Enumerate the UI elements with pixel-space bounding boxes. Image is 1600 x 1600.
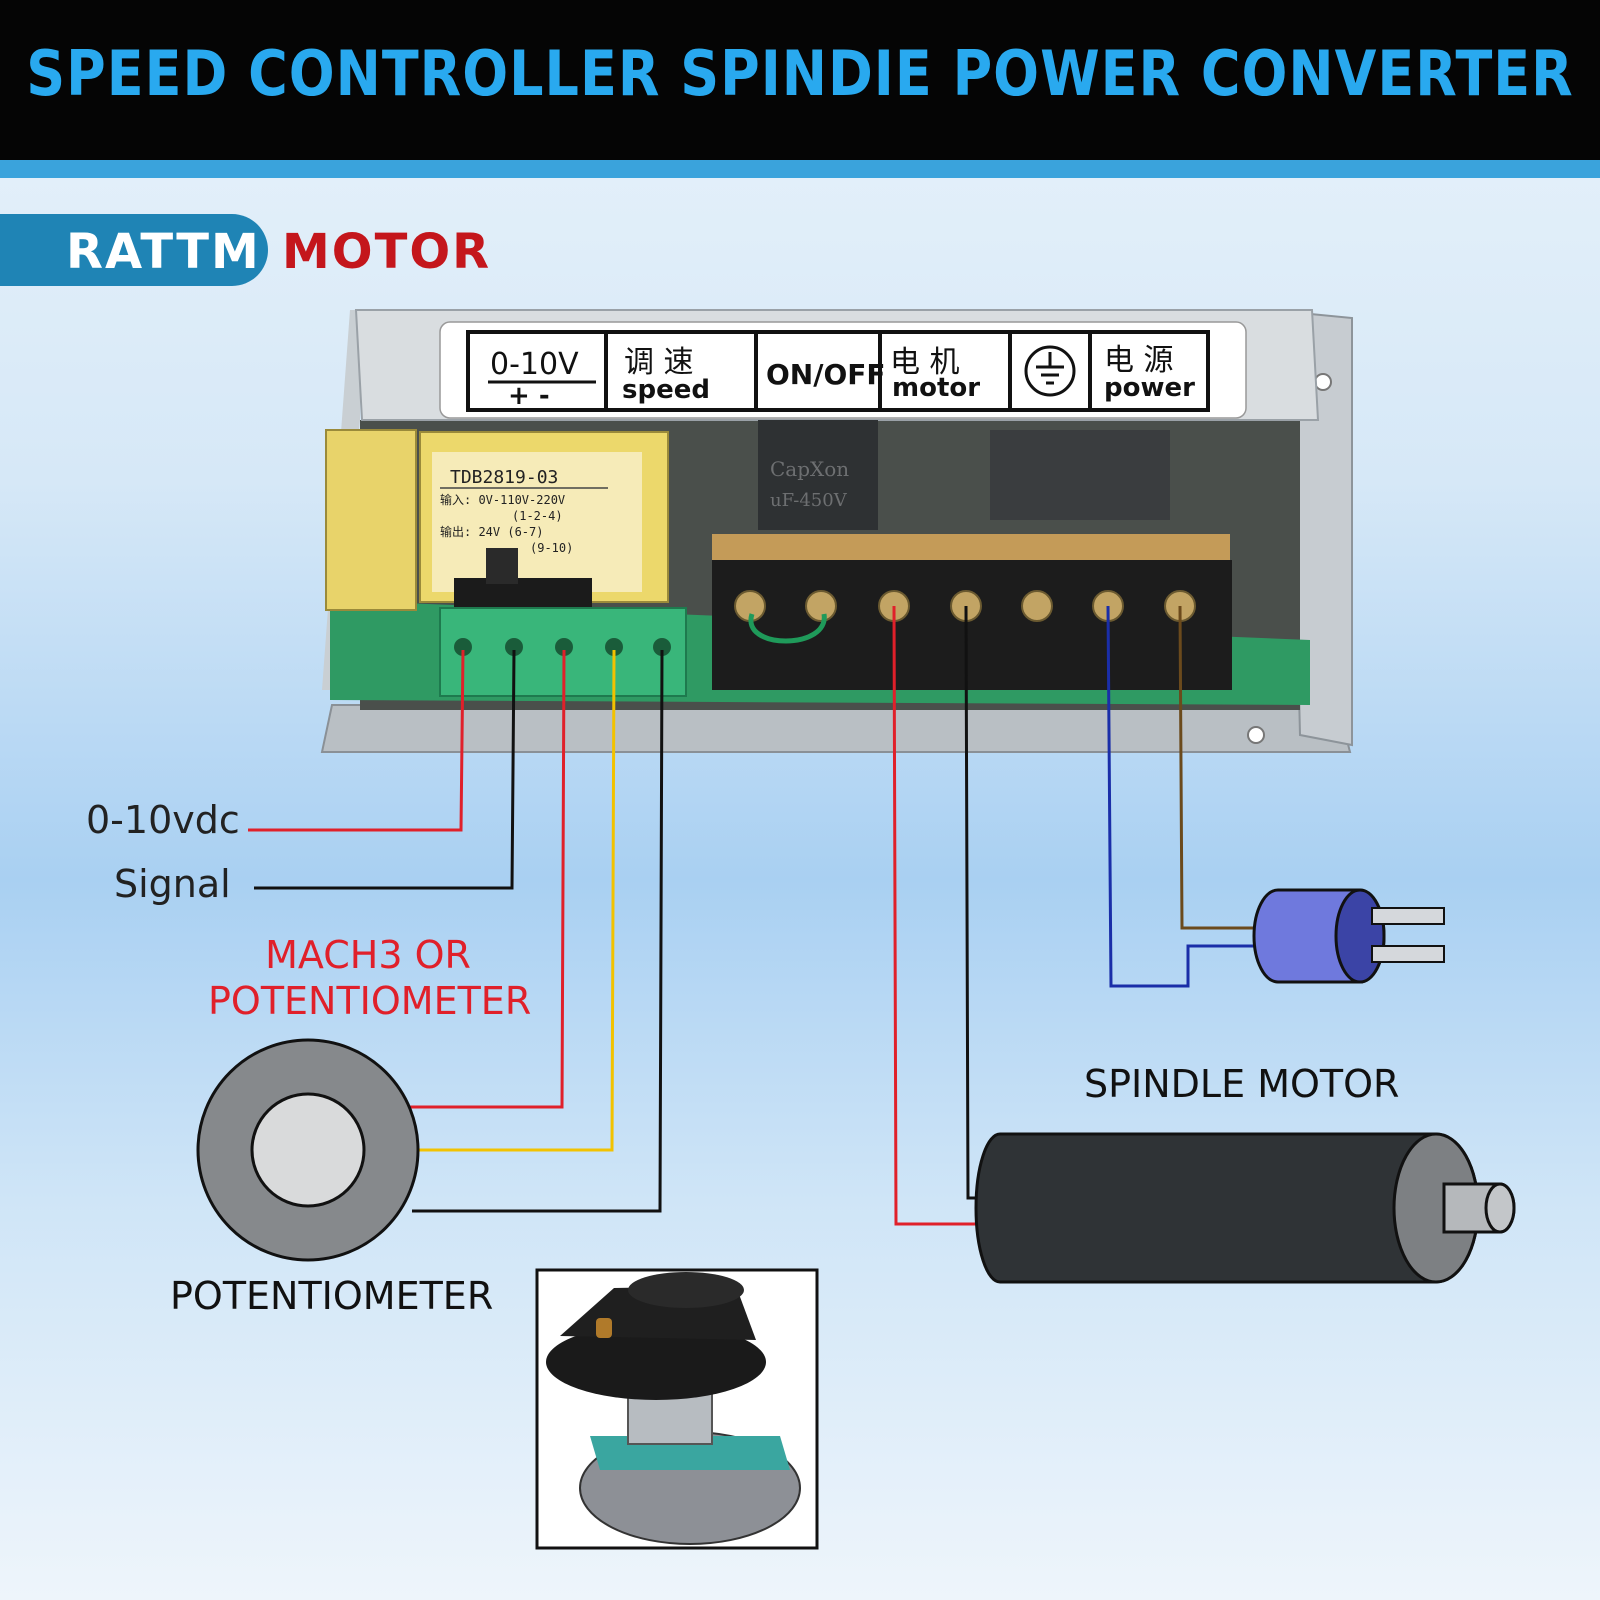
label-mach3-line2: POTENTIOMETER bbox=[208, 979, 532, 1023]
capacitor-rating: uF-450V bbox=[770, 490, 848, 511]
speed-controller-unit: TDB2819-03 输入: 0V-110V-220V (1-2-4) 输出: … bbox=[320, 309, 1353, 753]
motor-wires bbox=[892, 605, 976, 1226]
power-plug-icon bbox=[1252, 888, 1445, 984]
wire-pot-yellow bbox=[416, 649, 616, 1152]
capacitor-brand: CapXon bbox=[770, 457, 849, 481]
wire-signal bbox=[254, 649, 516, 890]
spindle-motor-icon bbox=[974, 1132, 1516, 1284]
label-potentiometer: POTENTIOMETER bbox=[170, 1274, 494, 1318]
plate-speed-cn: 调 速 bbox=[624, 345, 694, 380]
wire-pot-black bbox=[412, 649, 664, 1213]
transformer-output-pins: (9-10) bbox=[530, 541, 573, 555]
brand-pill bbox=[0, 214, 268, 286]
plate-speed: speed bbox=[622, 375, 710, 405]
wire-motor-red bbox=[892, 605, 976, 1226]
transformer-output: 输出: 24V (6-7) bbox=[440, 524, 543, 539]
page-title: SPEED CONTROLLER SPINDIE POWER CONVERTER bbox=[26, 37, 1574, 110]
plate-polarity: + - bbox=[508, 381, 550, 411]
label-0-10vdc: 0-10vdc bbox=[86, 798, 240, 842]
header-stripe bbox=[0, 160, 1600, 178]
signal-wires bbox=[248, 649, 664, 1213]
wire-power-blue bbox=[1106, 605, 1272, 988]
capacitor: CapXon uF-450V bbox=[758, 420, 878, 530]
transformer: TDB2819-03 输入: 0V-110V-220V (1-2-4) 输出: … bbox=[325, 429, 669, 611]
plate-onoff: ON/OFF bbox=[766, 358, 886, 391]
label-mach3-or-potentiometer: MACH3 OR POTENTIOMETER bbox=[208, 932, 532, 1024]
wire-pot-red bbox=[410, 649, 566, 1109]
label-spindle-motor: SPINDLE MOTOR bbox=[1084, 1062, 1400, 1106]
power-wires bbox=[1106, 605, 1272, 988]
label-signal: Signal bbox=[114, 862, 231, 906]
transformer-model: TDB2819-03 bbox=[450, 467, 558, 488]
plate-power: power bbox=[1104, 373, 1195, 403]
wire-power-brown bbox=[1178, 605, 1272, 930]
brand-name-left: RATTM bbox=[66, 224, 261, 280]
wire-motor-black bbox=[964, 605, 976, 1200]
plate-motor-cn: 电 机 bbox=[890, 345, 960, 380]
ground-icon bbox=[1024, 345, 1076, 397]
transformer-input-pins: (1-2-4) bbox=[512, 509, 563, 523]
plate-motor: motor bbox=[892, 373, 980, 403]
label-mach3-line1: MACH3 OR bbox=[265, 933, 471, 977]
potentiometer-icon bbox=[196, 1038, 420, 1262]
potentiometer-photo bbox=[535, 1268, 819, 1550]
plate-voltage: 0-10V bbox=[490, 347, 579, 382]
header-bar bbox=[0, 0, 1600, 160]
plate-power-cn: 电 源 bbox=[1104, 343, 1174, 378]
brand-name-right: MOTOR bbox=[282, 224, 492, 280]
wire-0-10vdc bbox=[248, 649, 465, 832]
transformer-input: 输入: 0V-110V-220V bbox=[440, 492, 565, 507]
terminal-label-plate: 0-10V + - 调 速 speed ON/OFF 电 机 motor 电 源… bbox=[439, 321, 1247, 419]
power-terminal-block bbox=[712, 534, 1232, 690]
